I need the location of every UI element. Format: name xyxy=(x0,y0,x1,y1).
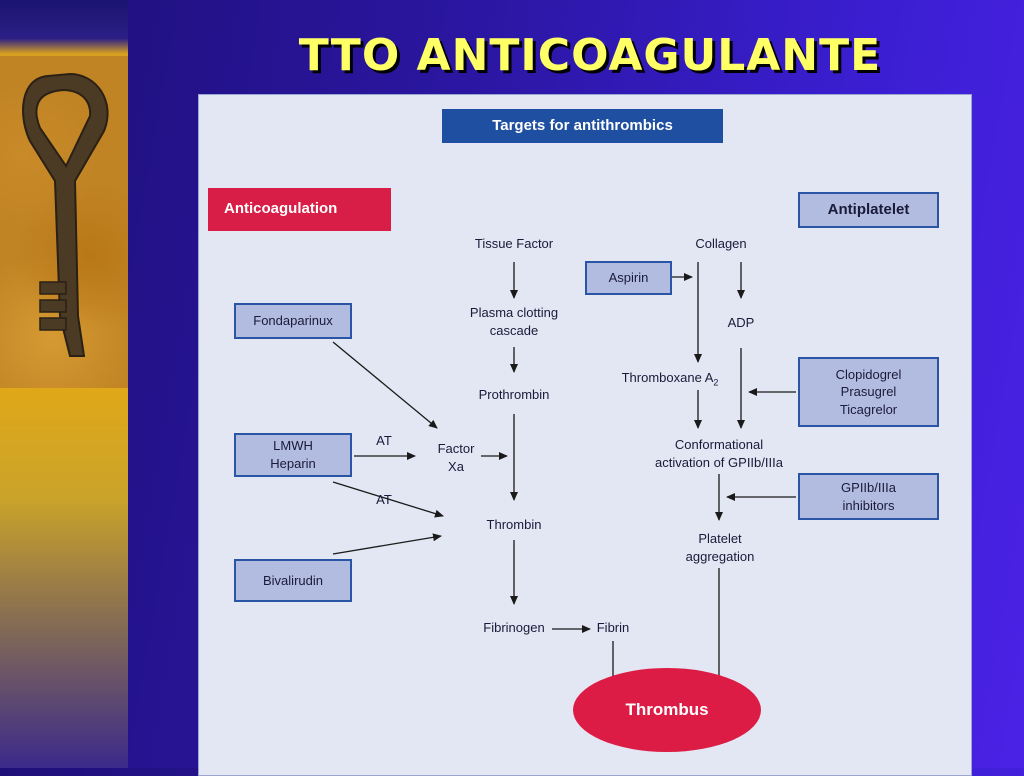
drug-lmwh: LMWH xyxy=(273,438,313,454)
node-thromboxane: Thromboxane A2 xyxy=(614,369,726,389)
drug-gp-inhibitors: GPIIb/IIIa inhibitors xyxy=(798,473,939,520)
slide-title: TTO ANTICOAGULANTE xyxy=(298,30,882,81)
drug-ticagrelor: Ticagrelor xyxy=(839,401,898,417)
drug-bivalirudin: Bivalirudin xyxy=(234,559,352,602)
node-platelet-line2: aggregation xyxy=(685,548,755,564)
node-platelet-line1: Platelet xyxy=(698,531,742,546)
node-factor-xa: Factor Xa xyxy=(428,440,484,475)
drug-aspirin: Aspirin xyxy=(585,261,672,295)
drug-gp-inhibitors-line2: inhibitors xyxy=(842,497,895,513)
node-fibrinogen: Fibrinogen xyxy=(483,620,545,635)
node-tissue-factor: Tissue Factor xyxy=(474,236,554,251)
node-thrombin: Thrombin xyxy=(486,517,542,532)
drug-heparin: Heparin xyxy=(270,456,316,471)
node-platelet-aggregation: Platelet aggregation xyxy=(674,530,766,565)
targets-header: Targets for antithrombics xyxy=(442,109,723,143)
node-conformational-line1: Conformational xyxy=(674,437,764,452)
node-conformational-activation: Conformational activation of GPIIb/IIIa xyxy=(644,436,794,471)
node-collagen: Collagen xyxy=(695,236,747,251)
drug-lmwh-heparin: LMWH Heparin xyxy=(234,433,352,477)
antique-key-image xyxy=(0,56,128,388)
node-adp: ADP xyxy=(727,315,755,330)
node-conformational-line2: activation of GPIIb/IIIa xyxy=(655,454,783,470)
drug-gp-inhibitors-line1: GPIIb/IIIa xyxy=(841,479,896,495)
drug-p2y12-inhibitors: Clopidogrel Prasugrel Ticagrelor xyxy=(798,357,939,427)
arrow-lmwh-to-thrombin xyxy=(332,481,444,518)
node-factor-line2: Xa xyxy=(448,458,464,474)
drug-prasugrel: Prasugrel xyxy=(840,384,897,400)
node-thrombus: Thrombus xyxy=(573,668,761,752)
node-plasma-line2: cascade xyxy=(489,322,539,338)
edge-label-at-lower: AT xyxy=(376,492,392,507)
key-icon xyxy=(22,72,109,357)
node-plasma-line1: Plasma clotting xyxy=(469,305,559,320)
node-fibrin: Fibrin xyxy=(596,620,630,635)
node-thrombus-label: Thrombus xyxy=(625,700,709,719)
node-thromboxane-subscript: 2 xyxy=(713,377,719,388)
arrow-bivalirudin-to-thrombin xyxy=(332,533,442,555)
node-prothrombin: Prothrombin xyxy=(478,387,550,402)
node-factor-line1: Factor xyxy=(437,441,475,456)
drug-fondaparinux: Fondaparinux xyxy=(234,303,352,339)
antiplatelet-header: Antiplatelet xyxy=(798,192,939,228)
anticoagulation-header: Anticoagulation xyxy=(208,188,391,231)
node-plasma-clotting: Plasma clotting cascade xyxy=(459,304,569,339)
edge-label-at-upper: AT xyxy=(376,433,392,448)
arrow-fondaparinux-to-factorxa xyxy=(332,341,438,429)
drug-clopidogrel: Clopidogrel xyxy=(835,366,902,382)
node-thromboxane-text: Thromboxane A xyxy=(621,370,714,385)
